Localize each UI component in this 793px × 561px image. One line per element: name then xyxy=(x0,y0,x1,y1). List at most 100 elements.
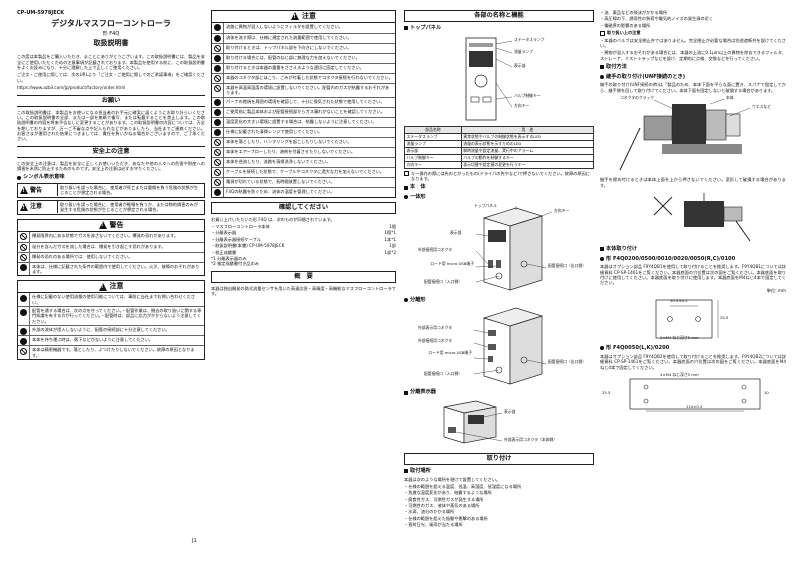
prohibited-icon xyxy=(214,149,221,157)
mandatory-icon xyxy=(214,109,221,117)
square-bullet-icon xyxy=(404,469,408,474)
note-icon xyxy=(404,171,409,177)
square-bullet-icon xyxy=(404,26,408,31)
separate-type-heading: 分離形 xyxy=(404,297,594,304)
model-b-bottom-view xyxy=(629,378,761,412)
unit-label: 単位: mm xyxy=(766,287,786,293)
body-mount-heading: 本体取り付け xyxy=(600,246,786,253)
symbol-meaning-heading: シンボル表示意味 xyxy=(17,174,205,181)
terms-url-link[interactable]: https://www.azbil.com/jp/product/factory… xyxy=(17,85,126,91)
prohibited-icon xyxy=(214,85,221,93)
confirm-heading: 確認してください xyxy=(211,201,396,214)
caution-list: 流路に異物が混入しないようにフィルタを設置してください。 流体を流す際は、仕様に… xyxy=(211,22,396,198)
note-icon xyxy=(600,30,605,36)
model-a-text: 本器はオプション部品 F9Y4QB1を使用して取り付けることを推奨します。F9Y… xyxy=(600,264,786,286)
top-panel-label: 表示部 xyxy=(514,62,526,68)
model-a-hole-diagram: 30.4±0.2 25.5 2×M4 ねじ深さ5 mm xyxy=(600,296,786,342)
mandatory-icon xyxy=(214,99,221,107)
document-number: CP-UM-5978JECK xyxy=(17,10,65,16)
bullet-icon xyxy=(600,346,604,351)
vise-illustration xyxy=(619,98,751,171)
model-b-hole-diagram: 4×M4 ねじ深さ5 mm 110±0.2 25.5 10 xyxy=(600,371,786,413)
display-part-label: 表示部 xyxy=(504,408,516,414)
body-part-label: 外部表示用コネクタ xyxy=(418,325,453,331)
body-part-label: 配管接続口（入口側） xyxy=(424,278,462,284)
table-row: ステータスランプ異常状態やバルブの制御状態を表示するLED xyxy=(404,132,594,141)
prohibited-icon xyxy=(20,233,27,241)
caution-item: 取り付ける場合には、配管のねじ部に無理な力を加えないでください。 xyxy=(212,52,395,63)
caution-item: 本体は精密機器です。落としたり、ぶつけたりしないでください。故障の原因となります… xyxy=(18,345,204,359)
vise-part-label: コネクタのクラック xyxy=(620,95,655,101)
list-item: ・直射日光、風雨が当たる場所 xyxy=(404,522,463,528)
mandatory-icon xyxy=(214,35,221,43)
onegai-text: この取扱説明書は、本製品をお使いになる担当者のお手元に確実に届くようにお取り計ら… xyxy=(17,109,205,142)
mandatory-icon xyxy=(20,327,27,335)
body-part-label: 表示部 xyxy=(450,229,462,235)
model-a-heading: 形 F4Q0200/0500/0010/0020/0050(R,C)/0100 xyxy=(600,256,786,263)
intro-paragraph: ご注文・ご使用に際しては、次のURLより「ご注文・ご使用に際してのご承諾事項」を… xyxy=(17,72,205,83)
caution-item: 取り付けるときは、トップパネル部を下向きにしないでください。 xyxy=(212,42,395,53)
warning-item: 本体は、仕様に記載された条件の範囲内で使用してください。火災、故障のおそれがあり… xyxy=(18,261,204,276)
bullet-icon xyxy=(404,195,408,200)
overview-text: 本器は独自開発の熱式流量センサを用いた高速応答・高精度・高機能なマスフローコント… xyxy=(211,285,396,296)
caution-triangle-icon xyxy=(98,282,107,291)
separate-display-illustration xyxy=(443,400,503,444)
caution-item: 外部の流体が侵入しないように、配管の接続部に十分注意してください。 xyxy=(18,325,204,336)
caution-item: 本体をエアーブローしたり、溶剤を付着させたりしないでください。 xyxy=(212,146,395,157)
top-panel-label: 方向キー xyxy=(514,102,530,108)
list-item: ・仕様の範囲を超える温度、低温、高湿度、低湿度になる場所 xyxy=(404,483,522,489)
model-b-text: 本器はオプション部品 F9Y4QB2を使用して取り付けることを推奨します。F9Y… xyxy=(600,353,786,370)
display-part-label: 外部表示用コネクタ（本体側） xyxy=(504,436,558,442)
warning-item: 爆発の恐れのある場所では、使用しないでください。 xyxy=(18,251,204,262)
place-list: ・仕様の範囲を超える温度、低温、高湿度、低湿度になる場所 ・急激な温度変化があり… xyxy=(404,484,594,528)
overview-heading: 概 要 xyxy=(211,270,396,283)
body-part-label: 配管接続口（出口側） xyxy=(548,359,586,365)
square-bullet-icon xyxy=(600,247,604,252)
model-a-bottom-view xyxy=(655,299,719,339)
caution-heading: 注意 xyxy=(211,10,396,23)
integrated-body-illustration xyxy=(475,205,553,291)
confirm-text: お買い上げいただいた形 F4Q は、次のものが同梱されています。 xyxy=(211,216,335,222)
dimension-label: 25.5 xyxy=(720,315,729,321)
warning-item: 溢分を含んだガスを流した場合は、爆発を引き起こす恐れがあります。 xyxy=(18,241,204,252)
caution-item: 配管を通する場合は、次の点を守ってください。・配管作業は、撤去の取り扱いに関する… xyxy=(18,306,204,326)
prohibited-icon xyxy=(20,244,27,252)
fitting-install-text: 継手の取り付け(UNF接続の時)は「製品のため、本体下面を平らな面に置き、スパナ… xyxy=(600,82,786,93)
dimension-label: 30.4±0.2 xyxy=(670,298,688,304)
square-bullet-icon xyxy=(404,185,408,190)
footnote: *1 分離表示器のみ xyxy=(211,255,247,261)
body-part-label: 配管接続口（出口側） xyxy=(548,262,586,268)
caution-item: 仕様に記載された清掃レンジで使用してください。 xyxy=(212,126,395,137)
prohibited-icon xyxy=(20,254,27,262)
intro-paragraph: この度は本製品をご購入いただき、まことにありがとうございます。この取扱説明書には… xyxy=(17,54,205,71)
parts-table: 部品名称用 途 ステータスランプ異常状態やバルブの制御状態を表示するLED 流量… xyxy=(404,125,594,169)
separate-body-illustration xyxy=(473,307,547,385)
vise-mounting-diagram: コネクタのクラック 本体 ウエスなど xyxy=(600,95,786,174)
warning-heading: 警告 xyxy=(17,218,205,232)
top-panel-label: バルブ制御キー xyxy=(514,92,541,98)
caution-item: 流路に異物が混入しないようにフィルタを設置してください。 xyxy=(212,22,395,33)
key-operation-note: キー操作の際には先のとがったもの(ドライバの先やなど)で押さないでください。故障… xyxy=(404,171,594,182)
handling-heading: 取り扱い上の注意 xyxy=(600,30,786,36)
top-panel-heading: トップパネル xyxy=(404,25,594,32)
prohibited-icon xyxy=(214,169,221,177)
top-panel-diagram: ステータスランプ 流量ランプ 表示部 バルブ制御キー 方向キー xyxy=(404,35,594,123)
prohibited-icon xyxy=(214,75,221,83)
mandatory-icon xyxy=(20,294,27,302)
safety-text: この安全上の注意は、製品を安全に正しくお使いいただき、あなたや他の人々への危害や… xyxy=(17,160,205,172)
dimension-label: 4×M4 ねじ深さ5 mm xyxy=(660,371,699,377)
list-item: ・腐食性ガス、可燃性ガスが発生する場所 xyxy=(404,496,484,502)
caution-heading: 注意 xyxy=(17,280,205,294)
footnote: *2 検定成績書付き品のみ xyxy=(211,261,259,267)
column-4: ・油、薬品などの飛沫がかかる場所 ・高圧線の下、誘導性の負荷や電気的ノイズの発生… xyxy=(600,10,786,558)
model-b-heading: 形 F4Q0050(L,K)/0200 xyxy=(600,345,786,352)
square-bullet-icon xyxy=(404,390,408,395)
integrated-body-diagram: トップパネル 表示部 外部接続用コネクタ ロード用 micro USB端子 配管… xyxy=(404,203,594,294)
place-heading: 取付場所 xyxy=(404,468,594,475)
warning-triangle-icon xyxy=(20,186,28,195)
fitting-caution-text: 継手を締め付けるときは本体上面を上から押さないでください。変形して破損する場合が… xyxy=(600,177,786,188)
